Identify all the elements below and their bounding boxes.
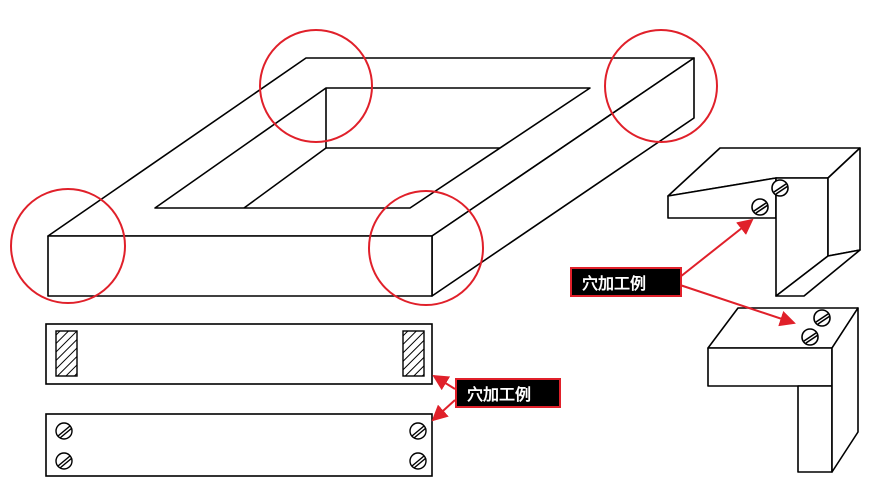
slotted-screw-hole-icon (409, 422, 427, 440)
leader-arrows (431, 218, 796, 422)
leader-arrow-icon (679, 218, 754, 278)
frame-inner-edge (243, 147, 327, 209)
highlight-circle-icon (604, 29, 718, 143)
highlight-circle-icon (368, 190, 484, 306)
slotted-screw-hole-icon (751, 198, 769, 216)
highlight-circle-icon (259, 29, 373, 143)
plate-body (45, 413, 433, 477)
frame-front-face (47, 235, 433, 297)
leader-arrow-icon (431, 399, 456, 422)
plate-screw-holes (45, 413, 433, 477)
callout-hole-example-right: 穴加工例 (570, 267, 682, 297)
slotted-screw-hole-icon (55, 452, 73, 470)
hatched-rectangle-icon (402, 330, 425, 377)
slotted-screw-hole-icon (771, 179, 789, 197)
leader-arrow-icon (679, 284, 796, 327)
leader-arrow-icon (432, 374, 456, 391)
slotted-screw-hole-icon (813, 309, 831, 327)
callout-hole-example-bottom: 穴加工例 (455, 378, 561, 408)
hatched-rectangle-icon (55, 330, 78, 377)
plate-hatched (45, 323, 433, 385)
slotted-screw-hole-icon (801, 328, 819, 346)
highlight-circle-icon (10, 188, 126, 304)
bracket-lower (707, 307, 859, 473)
plate-body (45, 323, 433, 385)
slotted-screw-hole-icon (409, 452, 427, 470)
frame-assembly (47, 57, 695, 297)
bracket-upper (667, 147, 861, 297)
corner-highlights (10, 29, 718, 306)
slotted-screw-hole-icon (55, 422, 73, 440)
